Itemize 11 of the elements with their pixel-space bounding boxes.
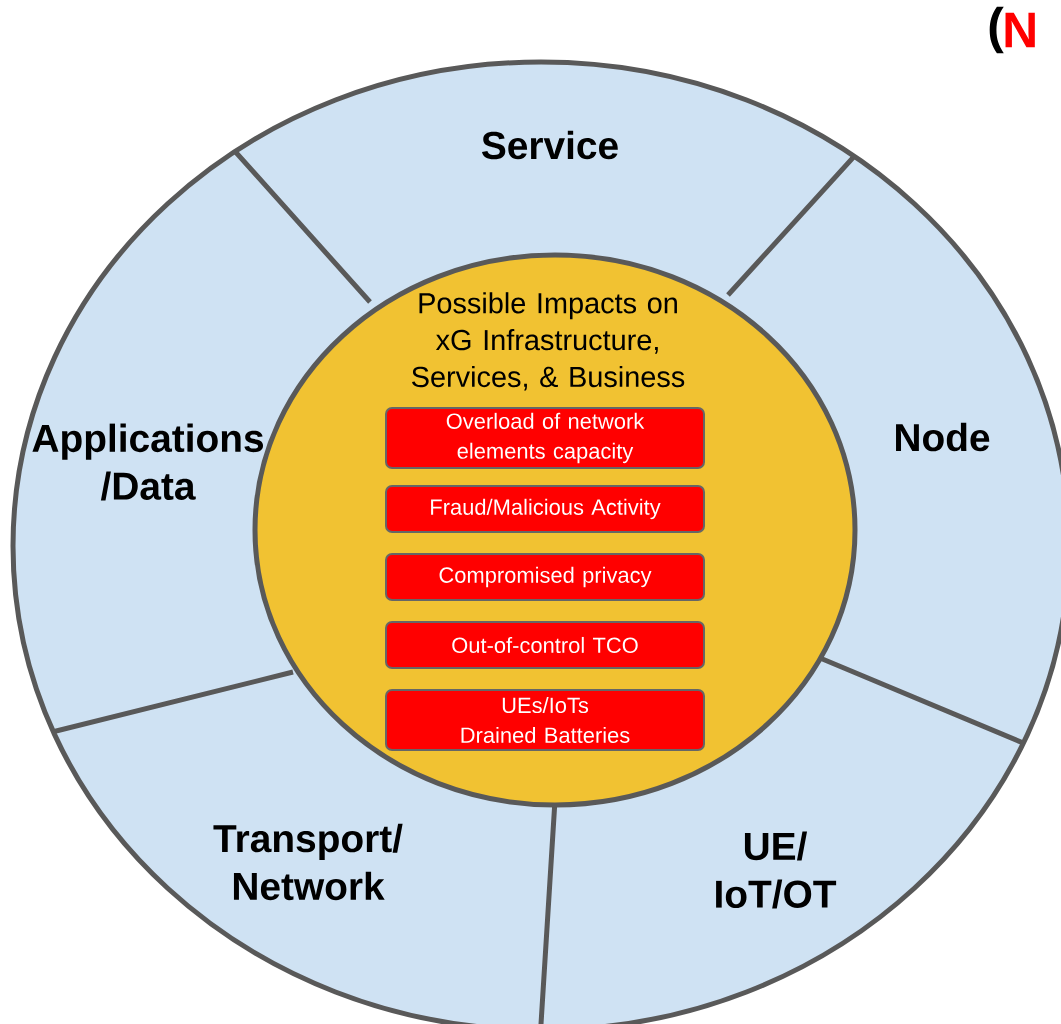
impact-box: UEs/IoTs Drained Batteries xyxy=(385,689,705,751)
segment-label: Transport/ Network xyxy=(213,823,403,901)
impact-box: Out-of-control TCO xyxy=(385,621,705,669)
impact-box: Fraud/Malicious Activity xyxy=(385,485,705,533)
title-fragment: ( xyxy=(989,6,1004,54)
impact-box: Overload of network elements capacity xyxy=(385,407,705,469)
title-fragment: N xyxy=(1005,12,1035,48)
impact-box: Compromised privacy xyxy=(385,553,705,601)
segment-label: Node xyxy=(896,422,990,452)
segment-label: Service xyxy=(482,130,618,160)
segment-label: UE/ IoT/OT xyxy=(716,831,837,909)
